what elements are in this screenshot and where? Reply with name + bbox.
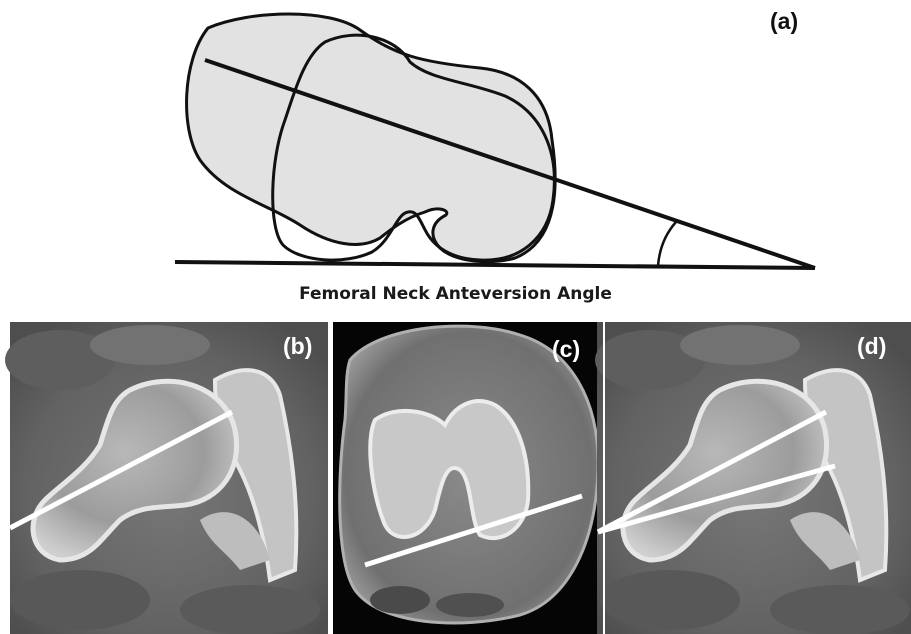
femoral-head-neck-outline bbox=[187, 14, 556, 262]
panel-b-label: (b) bbox=[283, 333, 312, 360]
panel-a-label: (a) bbox=[770, 8, 798, 35]
panel-c-knee-ct bbox=[333, 322, 603, 634]
figure-caption: Femoral Neck Anteversion Angle bbox=[0, 284, 911, 304]
panel-b-hip-ct bbox=[5, 322, 328, 634]
panel-a-schematic bbox=[175, 14, 815, 268]
anteversion-angle-arc bbox=[658, 222, 676, 266]
panel-d-label: (d) bbox=[857, 333, 886, 360]
panel-c-label: (c) bbox=[552, 336, 580, 363]
panel-d-hip-ct bbox=[595, 322, 911, 634]
